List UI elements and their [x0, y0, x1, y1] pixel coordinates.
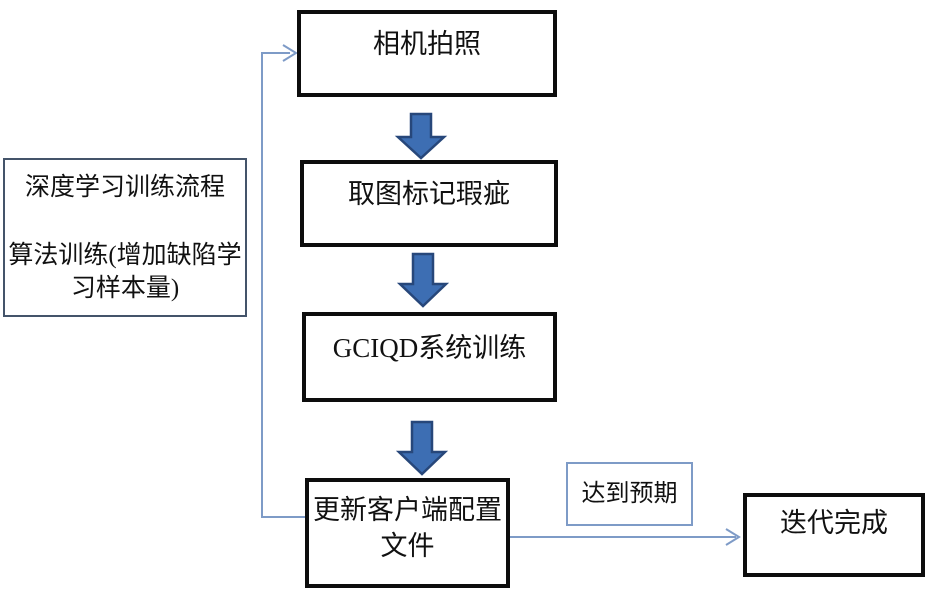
node-update-config: 更新客户端配置文件 — [305, 478, 510, 588]
node-update-config-label: 更新客户端配置文件 — [313, 495, 502, 561]
edge-label-expected-text: 达到预期 — [581, 481, 678, 507]
done-connector-arrowhead-icon — [725, 528, 741, 546]
loop-connector-line — [261, 52, 305, 518]
node-system-training-label: GCIQD系统训练 — [332, 333, 527, 363]
edge-label-expected: 达到预期 — [566, 462, 693, 526]
node-camera: 相机拍照 — [297, 10, 557, 97]
loop-connector-arrowhead-icon — [282, 44, 298, 62]
node-system-training: GCIQD系统训练 — [302, 312, 557, 402]
node-camera-label: 相机拍照 — [373, 29, 481, 59]
node-mark-defects-label: 取图标记瑕疵 — [348, 179, 510, 209]
node-side-note: 深度学习训练流程 算法训练(增加缺陷学习样本量) — [3, 158, 247, 317]
side-note-body: 算法训练(增加缺陷学习样本量) — [8, 242, 242, 302]
node-iteration-done: 迭代完成 — [743, 493, 925, 577]
down-block-arrow-icon — [395, 420, 449, 476]
side-note-title: 深度学习训练流程 — [24, 174, 225, 201]
down-block-arrow-icon — [394, 112, 448, 160]
down-block-arrow-icon — [396, 252, 450, 308]
node-iteration-done-label: 迭代完成 — [780, 508, 888, 538]
node-mark-defects: 取图标记瑕疵 — [300, 160, 558, 247]
